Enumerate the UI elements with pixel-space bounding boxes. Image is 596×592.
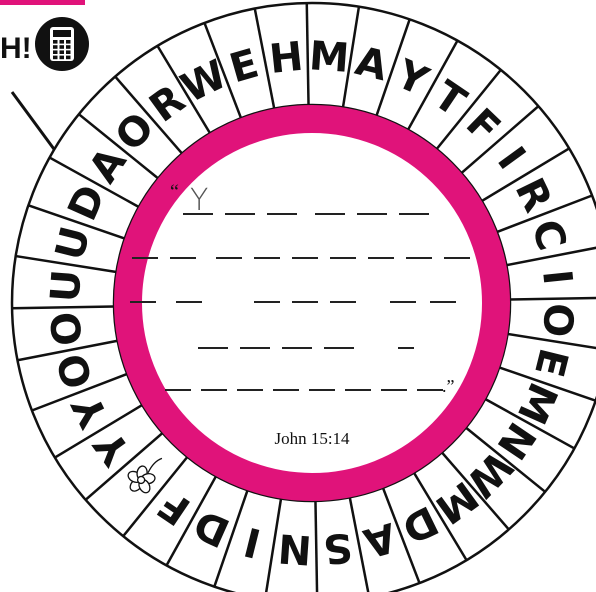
calculator-icon (35, 17, 89, 71)
banner-text: H! (0, 32, 32, 65)
verse-reference: John 15:14 (274, 429, 350, 448)
filled-letter[interactable]: Y (190, 183, 208, 218)
header-accent-strip (0, 0, 85, 5)
wheel-letter: O (43, 309, 92, 348)
wheel-letter: O (533, 302, 581, 339)
wheel-letter: M (308, 33, 351, 82)
wheel-letter: N (277, 524, 314, 572)
wheel-letter: U (43, 268, 91, 304)
wheel-letter: S (321, 523, 354, 572)
wheel-letter: H (267, 34, 305, 83)
close-quote: .” (442, 376, 455, 396)
open-quote: “ (170, 181, 179, 203)
